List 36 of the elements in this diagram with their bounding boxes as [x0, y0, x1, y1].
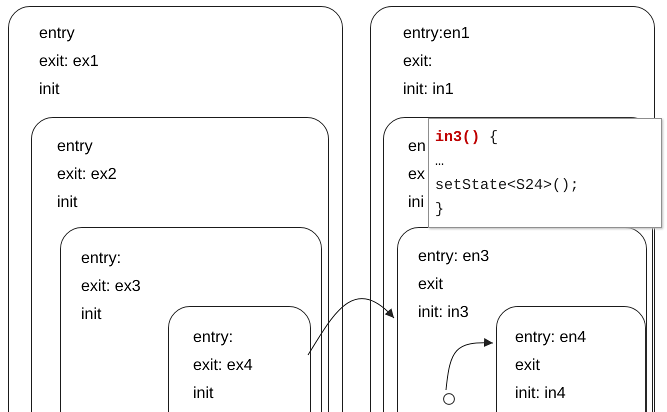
state-label: exit: ex4 [193, 357, 253, 375]
state-label: ini [408, 194, 424, 212]
state-label: init [193, 385, 214, 403]
state-box [60, 227, 322, 412]
state-label: init [81, 306, 102, 324]
code-line: } [435, 201, 444, 219]
code-line: setState<S24>(); [435, 177, 580, 195]
state-label: init: in1 [403, 81, 454, 99]
state-label: entry [57, 138, 93, 156]
state-label: exit: ex3 [81, 278, 141, 296]
state-label: init: in4 [515, 385, 566, 403]
code-line: … [435, 153, 444, 171]
state-label: exit [515, 357, 540, 375]
state-label: entry: [193, 329, 234, 347]
state-label: exit [418, 276, 443, 294]
state-label: exit: [403, 53, 432, 71]
state-label: en [408, 138, 426, 156]
state-label: entry: [81, 250, 122, 268]
state-label: exit: ex1 [39, 53, 99, 71]
initial-state-circle [443, 393, 455, 405]
state-box [496, 306, 646, 412]
state-box [397, 227, 647, 412]
state-label: entry:en1 [403, 25, 470, 43]
state-label: init: in3 [418, 304, 469, 322]
state-box [31, 117, 329, 412]
state-label: ex [408, 166, 425, 184]
state-label: entry: en4 [515, 329, 586, 347]
state-label: entry [39, 25, 75, 43]
transition-arrow [446, 338, 494, 390]
state-label: init [57, 194, 78, 212]
state-label: init [39, 81, 60, 99]
state-label: exit: ex2 [57, 166, 117, 184]
code-line: in3() { [435, 129, 498, 147]
state-box [168, 306, 311, 412]
state-label: entry: en3 [418, 248, 490, 266]
state-box [8, 6, 343, 412]
